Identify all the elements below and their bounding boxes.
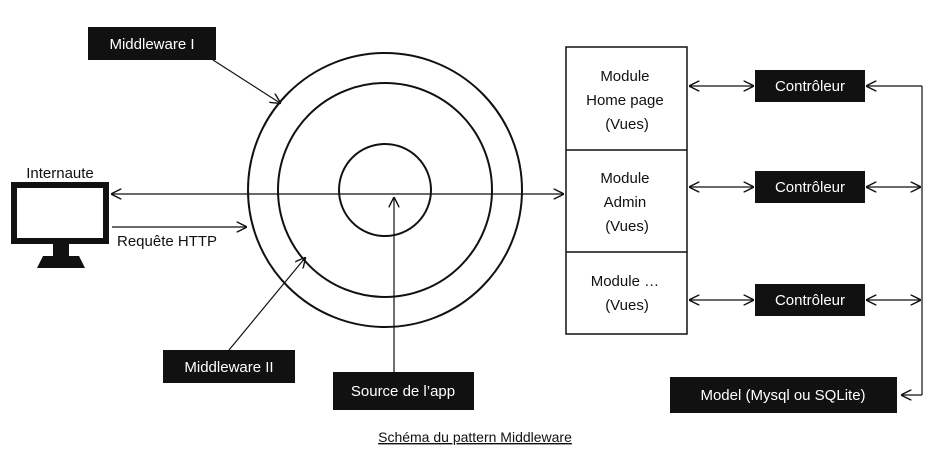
- controller-3-label: Contrôleur: [775, 292, 845, 309]
- module-other-line: Module …: [591, 273, 659, 290]
- inner-circle: [338, 143, 432, 237]
- module-home-line: Module: [600, 68, 649, 85]
- modules-column: [565, 46, 688, 335]
- source-label: Source de l’app: [351, 383, 455, 400]
- diagram-caption: Schéma du pattern Middleware: [378, 429, 572, 445]
- middle-circle: [277, 82, 493, 298]
- module-other: Module … (Vues): [591, 273, 664, 314]
- module-home: Module Home page (Vues): [586, 68, 668, 133]
- controller-2-label: Contrôleur: [775, 179, 845, 196]
- middleware-2-pointer: [228, 258, 305, 351]
- middleware-2-box: [163, 350, 295, 383]
- controller-3-box: [755, 284, 865, 316]
- module-home-line: Home page: [586, 92, 664, 109]
- middleware-1-box: [88, 27, 216, 60]
- module-admin-line: Module: [600, 170, 649, 187]
- module-other-line: (Vues): [605, 297, 649, 314]
- internaute-label: Internaute: [26, 165, 94, 182]
- module-home-line: (Vues): [605, 116, 649, 133]
- controller-1-box: [755, 70, 865, 102]
- module-admin-line: Admin: [604, 194, 647, 211]
- module-admin-line: (Vues): [605, 218, 649, 235]
- controller-2-box: [755, 171, 865, 203]
- module-admin: Module Admin (Vues): [600, 170, 653, 235]
- middleware-2-label: Middleware II: [184, 359, 273, 376]
- controller-1-label: Contrôleur: [775, 78, 845, 95]
- middleware-1-label: Middleware I: [109, 36, 194, 53]
- model-box: [670, 377, 897, 413]
- model-label: Model (Mysql ou SQLite): [700, 387, 865, 404]
- source-box: [333, 372, 474, 410]
- outer-circle: [247, 52, 523, 328]
- monitor-icon: [11, 182, 109, 268]
- middleware-1-pointer: [212, 59, 280, 103]
- requete-label: Requête HTTP: [117, 233, 217, 250]
